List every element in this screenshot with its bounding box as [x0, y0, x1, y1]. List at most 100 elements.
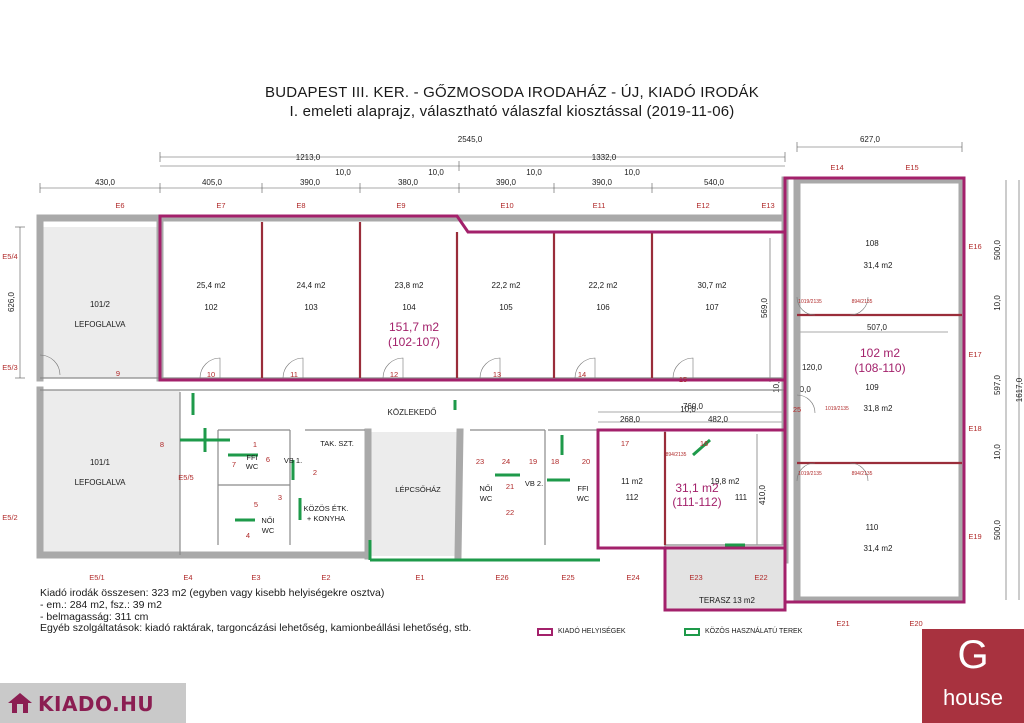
door-dimension-labels: 1019/2135 894/2135 1019/2135 1019/2135 8…	[666, 299, 873, 477]
dimension-labels: 2545,0 627,0 1213,0 1332,0 430,0 405,0 3…	[95, 135, 888, 424]
notes-block: Kiadó irodák összesen: 323 m2 (egyben va…	[40, 587, 471, 635]
room-108-area: 31,4 m2	[864, 261, 893, 270]
noi-wc2-a: NŐI	[479, 484, 492, 493]
dim-405: 405,0	[202, 178, 223, 187]
dim-390b: 390,0	[496, 178, 517, 187]
dim-569: 569,0	[760, 297, 769, 318]
door-13: 13	[493, 370, 501, 379]
dim-380: 380,0	[398, 178, 419, 187]
corridor-label: KÖZLEKEDŐ	[388, 408, 437, 417]
door-swings	[39, 296, 869, 482]
room-108-num: 108	[865, 239, 879, 248]
exit-e22: E22	[754, 573, 767, 582]
exit-e21: E21	[836, 619, 849, 628]
door-14: 14	[578, 370, 586, 379]
dim-500a: 500,0	[993, 239, 1002, 260]
door-16: 16	[700, 439, 708, 448]
dim-total: 2545,0	[458, 135, 483, 144]
group3-area: 31,1 m2	[675, 481, 719, 495]
kitchen-b: + KONYHA	[307, 514, 345, 523]
door-5: 5	[254, 500, 258, 509]
door-6: 6	[266, 455, 270, 464]
room-105-area: 22,2 m2	[492, 281, 521, 290]
room-labels: 101/2 LEFOGLALVA 101/1 LEFOGLALVA 25,4 m…	[75, 239, 893, 605]
dim-597: 597,0	[993, 374, 1002, 395]
door-20: 20	[582, 457, 590, 466]
group2-rooms: (108-110)	[854, 361, 905, 375]
door-numbers: 1 2 3 4 5 6 7 8 9 10 11 12 13 14 15 16 1…	[116, 369, 801, 540]
room-109-num: 109	[865, 383, 879, 392]
kiado-logo-text: KIADO.HU	[38, 692, 155, 716]
ghouse-logo-word: house	[943, 685, 1003, 710]
exit-e55: E5/5	[178, 473, 193, 482]
exit-e52: E5/2	[2, 513, 17, 522]
door-9: 9	[116, 369, 120, 378]
room-110-num: 110	[866, 523, 879, 532]
exit-e53: E5/3	[2, 363, 17, 372]
room-103-area: 24,4 m2	[297, 281, 326, 290]
ffi-wc1-b: WC	[246, 462, 259, 471]
exit-e10: E10	[500, 201, 513, 210]
door-10: 10	[207, 370, 215, 379]
group3-rooms: (111-112)	[672, 495, 721, 509]
dimension-lines	[15, 142, 1020, 600]
group2-area: 102 m2	[860, 346, 900, 360]
exit-e25: E25	[561, 573, 574, 582]
door-17: 17	[621, 439, 629, 448]
ghouse-logo[interactable]: G house	[922, 629, 1024, 723]
dim-10e: 10,0	[795, 385, 811, 394]
rental-outlines	[158, 176, 966, 612]
door-2: 2	[313, 468, 317, 477]
exit-e51: E5/1	[89, 573, 104, 582]
exit-e26: E26	[495, 573, 508, 582]
dim-760: 760,0	[683, 402, 704, 411]
stair-label: LÉPCSŐHÁZ	[395, 485, 441, 494]
door-3: 3	[278, 493, 282, 502]
exit-e12: E12	[696, 201, 709, 210]
tak-label: TAK. SZT.	[320, 439, 354, 448]
group1-area: 151,7 m2	[389, 320, 439, 334]
door-1: 1	[253, 440, 257, 449]
exit-e1: E1	[415, 573, 424, 582]
dim-540: 540,0	[704, 178, 725, 187]
ghouse-logo-letter: G	[957, 633, 989, 677]
kiado-logo[interactable]: KIADO.HU	[0, 683, 186, 723]
room-102-area: 25,4 m2	[197, 281, 226, 290]
exit-e8: E8	[296, 201, 305, 210]
room-107-area: 30,7 m2	[698, 281, 727, 290]
vb2-label: VB 2.	[525, 479, 543, 488]
dimension-labels-vertical: 626,0 569,0 1617,0 500,0 10,0 597,0 10,0…	[7, 239, 1024, 540]
plan-title: BUDAPEST III. KER. - GŐZMOSODA IRODAHÁZ …	[265, 84, 759, 101]
room-1011-num: 101/1	[90, 458, 111, 467]
exit-e20: E20	[909, 619, 922, 628]
service-labels: KÖZLEKEDŐ LÉPCSŐHÁZ FFI WC VB 1. TAK. SZ…	[246, 408, 590, 535]
door-8: 8	[160, 440, 164, 449]
noi-wc1-b: WC	[262, 526, 275, 535]
group-totals: 151,7 m2 (102-107) 102 m2 (108-110) 31,1…	[388, 320, 906, 509]
dim-10b: 10,0	[428, 168, 444, 177]
exit-e23: E23	[689, 573, 702, 582]
ffi-wc2-b: WC	[577, 494, 590, 503]
dim-10d: 10,0	[624, 168, 640, 177]
exit-e4: E4	[183, 573, 192, 582]
common-use-lines	[180, 393, 745, 562]
partitions	[260, 222, 962, 545]
door-7: 7	[232, 460, 236, 469]
noi-wc1-a: NŐI	[261, 516, 274, 525]
group1-rooms: (102-107)	[388, 335, 440, 349]
room-107-num: 107	[705, 303, 719, 312]
door-dim-3: 1019/2135	[825, 406, 849, 412]
door-18: 18	[551, 457, 559, 466]
exit-e15: E15	[905, 163, 918, 172]
door-23: 23	[476, 457, 484, 466]
plan-subtitle: I. emeleti alaprajz, választható válaszf…	[289, 103, 735, 120]
dim-mid-group: 1332,0	[592, 153, 617, 162]
door-25: 25	[793, 405, 801, 414]
dim-482: 482,0	[708, 415, 729, 424]
dim-500b: 500,0	[993, 519, 1002, 540]
dim-10f: 10,0	[772, 377, 781, 393]
dim-268: 268,0	[620, 415, 641, 424]
room-1012-num: 101/2	[90, 300, 111, 309]
door-dim-2: 894/2135	[852, 299, 873, 305]
exit-e14: E14	[830, 163, 843, 172]
